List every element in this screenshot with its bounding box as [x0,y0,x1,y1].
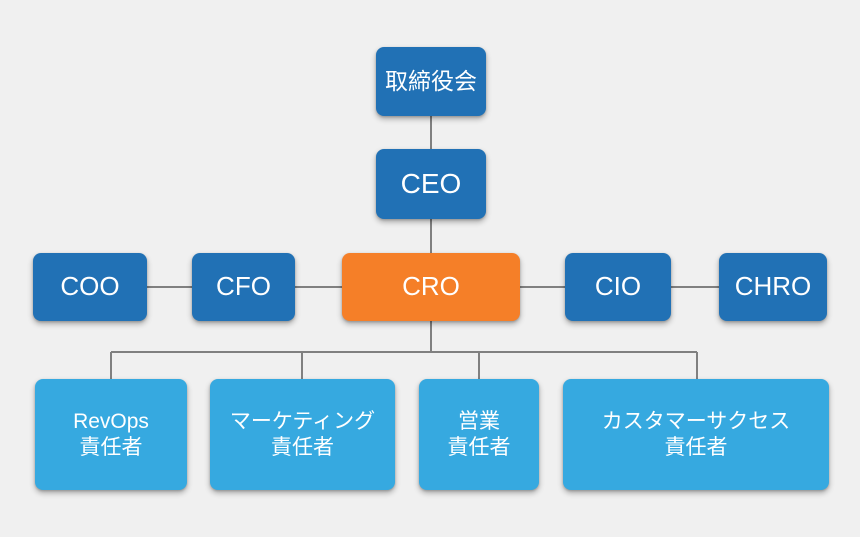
node-customer-success-lead[interactable]: カスタマーサクセス 責任者 [563,379,829,490]
node-revops-lead[interactable]: RevOps 責任者 [35,379,187,490]
node-coo[interactable]: COO [33,253,147,321]
node-cro[interactable]: CRO [342,253,520,321]
node-chro[interactable]: CHRO [719,253,827,321]
node-cfo[interactable]: CFO [192,253,295,321]
node-marketing-lead[interactable]: マーケティング 責任者 [210,379,395,490]
node-ceo[interactable]: CEO [376,149,486,219]
node-sales-lead[interactable]: 営業 責任者 [419,379,539,490]
node-cio[interactable]: CIO [565,253,671,321]
node-board[interactable]: 取締役会 [376,47,486,116]
